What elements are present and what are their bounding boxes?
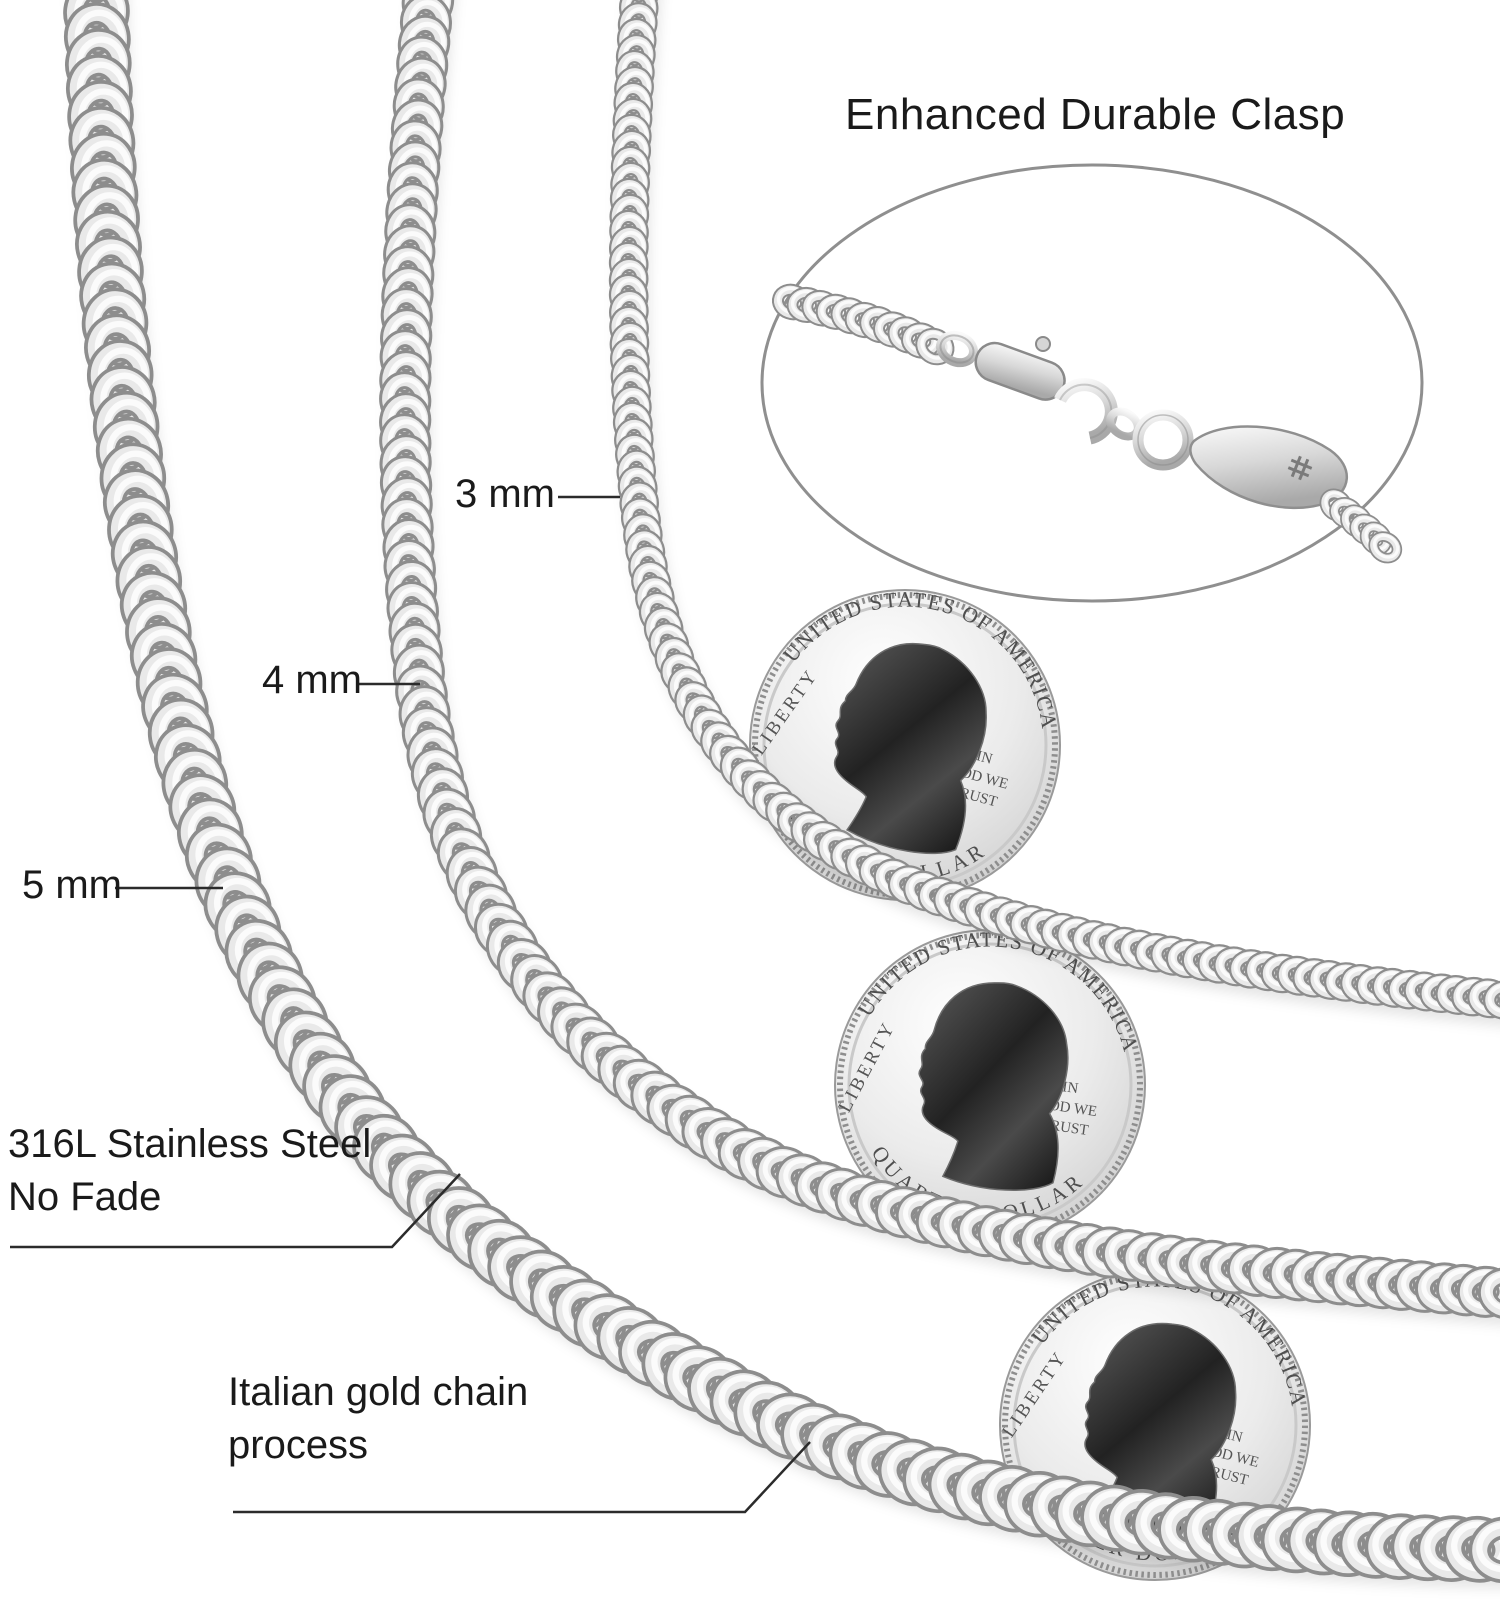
size-label-5mm: 5 mm xyxy=(22,863,122,907)
chain-4mm xyxy=(379,0,1500,1325)
steel-label-line2: No Fade xyxy=(8,1175,162,1219)
leader-line-steel xyxy=(10,1173,461,1249)
clasp-chain-right xyxy=(1319,488,1403,564)
leader-line-process xyxy=(233,1441,811,1514)
clasp-title: Enhanced Durable Clasp xyxy=(845,90,1346,139)
clasp-magnifier xyxy=(760,163,1424,603)
size-label-3mm: 3 mm xyxy=(455,472,555,516)
chain-3mm xyxy=(608,0,1500,1027)
leader-lines xyxy=(10,495,811,1514)
brand-logo-icon xyxy=(1287,455,1313,481)
chain-5mm xyxy=(62,0,1500,1589)
steel-label: 316L Stainless Steel No Fade xyxy=(8,1118,371,1224)
process-label-line1: Italian gold chain xyxy=(228,1370,529,1414)
size-label-4mm: 4 mm xyxy=(262,658,362,702)
process-label-line2: process xyxy=(228,1423,369,1467)
process-label: Italian gold chain process xyxy=(228,1366,528,1472)
steel-label-line1: 316L Stainless Steel xyxy=(8,1122,372,1166)
clasp-trigger xyxy=(1035,336,1051,352)
clasp-chain-left xyxy=(771,283,955,366)
lobster-clasp xyxy=(936,330,1118,445)
